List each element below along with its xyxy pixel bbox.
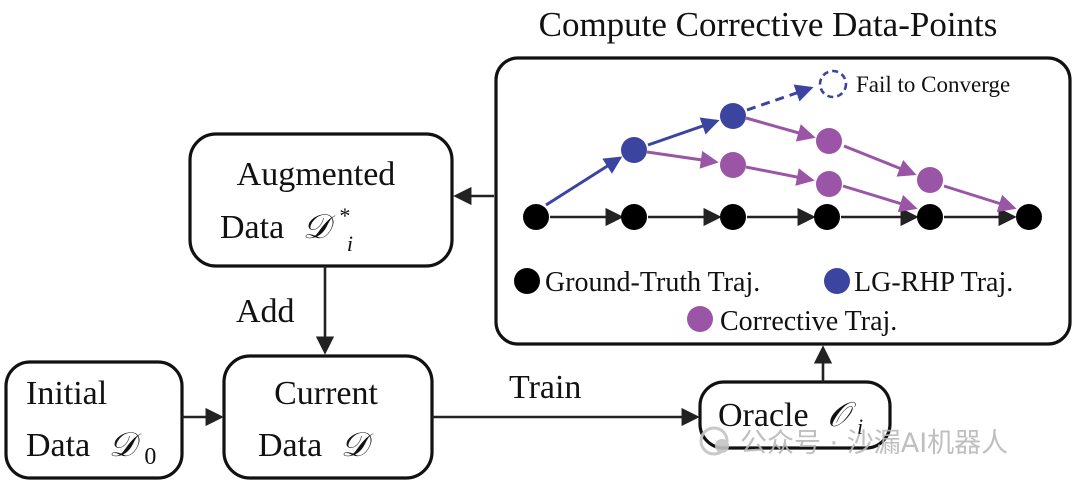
gt-node-1 — [523, 204, 549, 230]
legend-swatch-lgrhp — [824, 268, 850, 294]
lgrhp-node-2 — [720, 103, 746, 129]
trajectory-plot: Fail to Converge — [523, 69, 1042, 230]
initial-line1: Initial — [26, 375, 107, 412]
lgrhp-edge-2 — [647, 117, 720, 147]
legend-label-corrective: Corrective Traj. — [720, 306, 897, 337]
watermark-text: 公众号 · 沙漏AI机器人 — [740, 428, 1008, 459]
initial-math-sub: 0 — [144, 444, 156, 470]
legend-label-ground-truth: Ground-Truth Traj. — [545, 267, 760, 298]
gt-node-4 — [814, 204, 840, 230]
gt-node-2 — [621, 204, 647, 230]
train-label: Train — [509, 369, 581, 406]
augmented-line2-text: Data — [220, 209, 284, 246]
legend-swatch-ground-truth — [514, 268, 540, 294]
lgrhp-edge-1 — [545, 156, 623, 207]
gt-node-3 — [720, 204, 746, 230]
corr-edge-a2 — [745, 165, 815, 186]
initial-line2-text: Data — [26, 427, 90, 464]
augmented-line1: Augmented — [237, 156, 396, 193]
initial-data-box: Initial Data 𝒟 0 — [4, 360, 184, 480]
corr-edge-b1 — [745, 116, 816, 142]
gt-node-5 — [917, 204, 943, 230]
inset-title: Compute Corrective Data-Points — [539, 5, 998, 44]
corr-node-a1 — [720, 152, 746, 178]
corr-edge-a3 — [842, 184, 918, 213]
legend-label-lgrhp: LG-RHP Traj. — [854, 267, 1013, 298]
oracle-math-sub: i — [857, 414, 863, 439]
corr-node-a2 — [816, 171, 842, 197]
lgrhp-edge-fail — [746, 84, 814, 112]
current-line2: Data 𝒟 — [258, 427, 374, 464]
legend-swatch-corrective — [687, 306, 713, 332]
initial-math-base: 𝒟 — [109, 427, 142, 464]
gt-node-6 — [1016, 204, 1042, 230]
corr-edge-b2 — [843, 144, 917, 177]
initial-line2: Data 𝒟 0 — [26, 427, 156, 470]
watermark-logo-icon-inner — [715, 439, 729, 453]
augmented-math-sub: i — [347, 231, 353, 256]
current-line1: Current — [274, 375, 378, 412]
augmented-math-sup: * — [338, 203, 349, 228]
lgrhp-node-1 — [621, 137, 647, 163]
corr-edge-b3 — [943, 184, 1017, 212]
fail-label: Fail to Converge — [856, 72, 1010, 97]
legend: Ground-Truth Traj. LG-RHP Traj. Correcti… — [514, 267, 1013, 337]
oracle-label: Oracle 𝒪 i — [718, 397, 863, 439]
watermark: 公众号 · 沙漏AI机器人 — [699, 426, 1008, 459]
oracle-text: Oracle — [718, 397, 809, 434]
add-label: Add — [236, 293, 295, 330]
augmented-data-box: Augmented Data 𝒟 * i — [188, 132, 454, 268]
current-data-box: Current Data 𝒟 — [222, 354, 434, 480]
corrective-data-points-panel — [494, 56, 1072, 346]
oracle-box: Oracle 𝒪 i — [698, 380, 892, 450]
augmented-math-base: 𝒟 — [303, 209, 336, 246]
corr-node-b2 — [917, 167, 943, 193]
current-line2-text: Data — [258, 427, 322, 464]
watermark-logo-icon — [699, 426, 729, 456]
fail-node — [818, 69, 848, 99]
corr-node-b1 — [816, 128, 842, 154]
corr-edge-a1 — [646, 150, 719, 169]
augmented-line2: Data 𝒟 * i — [220, 194, 358, 256]
